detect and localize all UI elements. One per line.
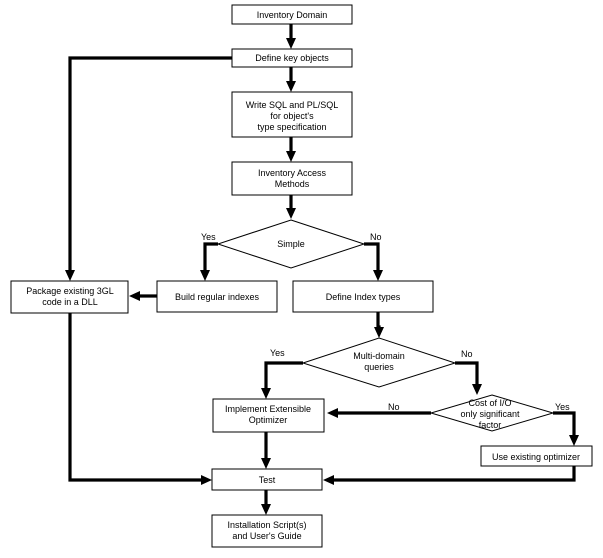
decision-cost-io: Cost of I/O only significant factor (429, 394, 555, 432)
node-build-indexes-line-1: Build regular indexes (175, 292, 260, 302)
decision-cost-io-line-2: only significant (460, 409, 520, 419)
arrowhead-down (472, 384, 482, 395)
decision-simple: Simple (216, 219, 366, 269)
decision-multi-domain-line-1: Multi-domain (353, 351, 405, 361)
node-implement-optimizer-line-1: Implement Extensible (225, 404, 311, 414)
arrowhead-down (261, 458, 271, 469)
arrowhead-down (374, 327, 384, 338)
node-write-sql-line-2: for object's (270, 111, 314, 121)
branch-label-cost-no: No (388, 402, 400, 412)
node-test: Test (211, 468, 323, 491)
decision-cost-io-line-1: Cost of I/O (468, 398, 511, 408)
node-inventory-access-line-2: Methods (275, 179, 310, 189)
node-inventory-access-line-1: Inventory Access (258, 168, 327, 178)
branch-labels: Yes No Yes No No Yes (201, 232, 570, 412)
node-implement-extensible-optimizer: Implement Extensible Optimizer (212, 398, 325, 433)
node-inventory-access-methods: Inventory Access Methods (231, 161, 353, 196)
node-define-index-types: Define Index types (292, 280, 434, 313)
edge-use-to-test (334, 466, 576, 482)
arrowhead-down (286, 81, 296, 92)
node-define-index-types-line-1: Define Index types (326, 292, 401, 302)
arrowheads (65, 38, 579, 515)
arrowhead-down (261, 388, 271, 399)
arrowhead-down (373, 270, 383, 281)
node-use-optimizer-line-1: Use existing optimizer (492, 452, 580, 462)
node-write-sql-line-1: Write SQL and PL/SQL (246, 100, 339, 110)
arrowhead-down (200, 270, 210, 281)
edge-cost-yes (553, 411, 576, 435)
edge-simple-no (364, 242, 380, 272)
arrowhead-right (201, 475, 212, 485)
decision-multi-domain: Multi-domain queries (301, 337, 457, 388)
edge-multi-no (455, 361, 479, 384)
node-install-script-line-2: and User's Guide (232, 531, 301, 541)
arrowhead-left (323, 475, 334, 485)
node-write-sql-line-3: type specification (257, 122, 326, 132)
node-installation-script: Installation Script(s) and User's Guide (211, 514, 323, 548)
edge-simple-yes (203, 242, 218, 272)
branch-label-simple-yes: Yes (201, 232, 216, 242)
node-package-3gl-line-2: code in a DLL (42, 297, 98, 307)
decision-simple-label: Simple (277, 239, 305, 249)
node-inventory-domain-line-1: Inventory Domain (257, 10, 328, 20)
node-package-3gl: Package existing 3GL code in a DLL (10, 280, 129, 314)
branch-label-simple-no: No (370, 232, 382, 242)
node-build-regular-indexes: Build regular indexes (156, 280, 278, 313)
arrowhead-down (286, 38, 296, 49)
arrowhead-down (65, 270, 75, 281)
decision-multi-domain-line-2: queries (364, 362, 394, 372)
node-package-3gl-line-1: Package existing 3GL (26, 286, 114, 296)
node-define-key-objects: Define key objects (231, 48, 353, 68)
branch-label-multi-yes: Yes (270, 348, 285, 358)
decision-cost-io-line-3: factor (479, 420, 502, 430)
arrowhead-down (286, 151, 296, 162)
node-inventory-domain: Inventory Domain (231, 4, 353, 25)
arrowhead-down (261, 504, 271, 515)
arrowhead-left (129, 291, 140, 301)
node-define-key-objects-line-1: Define key objects (255, 53, 329, 63)
arrowhead-down (286, 208, 296, 219)
node-test-line-1: Test (259, 475, 276, 485)
node-install-script-line-1: Installation Script(s) (227, 520, 306, 530)
node-write-sql: Write SQL and PL/SQL for object's type s… (231, 91, 353, 138)
node-implement-optimizer-line-2: Optimizer (249, 415, 288, 425)
arrowhead-down (569, 435, 579, 446)
branch-label-cost-yes: Yes (555, 402, 570, 412)
node-use-existing-optimizer: Use existing optimizer (480, 445, 593, 467)
edge-package-to-test (68, 313, 201, 482)
branch-label-multi-no: No (461, 349, 473, 359)
connectors (68, 24, 576, 505)
edge-multi-yes (264, 361, 303, 388)
edge-define-to-package (68, 56, 232, 271)
arrowhead-left (327, 408, 338, 418)
